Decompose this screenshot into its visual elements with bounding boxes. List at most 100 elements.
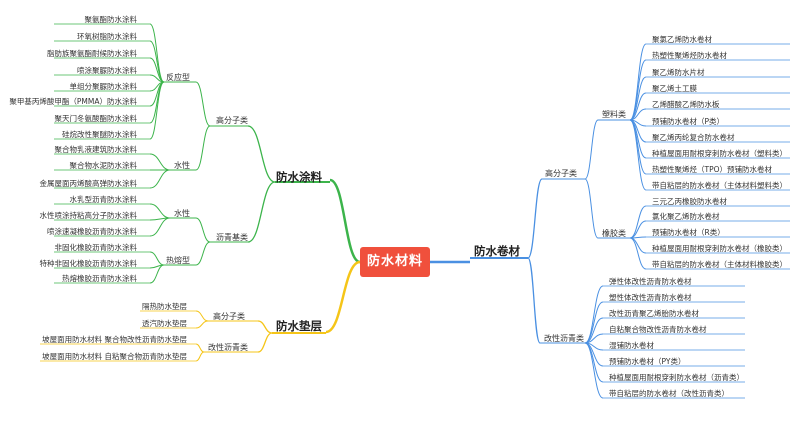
membrane-rubber-node[interactable]: 橡胶类 [602,229,626,238]
leaf-asphalt-2[interactable]: 改性沥青聚乙烯胎防水卷材 [609,309,699,318]
leaf-asphalt-7[interactable]: 带自粘层的防水卷材（改性沥青类） [609,389,729,398]
leaf-rubber-0[interactable]: 三元乙丙橡胶防水卷材 [652,197,727,206]
leaf-reaction-0[interactable]: 聚氨酯防水涂料 [84,15,138,24]
connector-line [584,119,599,180]
cushion-polymer-node[interactable]: 高分子类 [213,312,245,321]
leaf-polymer-water-0[interactable]: 聚合物乳液建筑防水涂料 [54,145,138,154]
connector-line [149,57,165,83]
coating-asphalt-water-node[interactable]: 水性 [174,209,190,218]
root-node[interactable]: 防水材料 [360,247,430,277]
leaf-asphalt-water-1[interactable]: 水性喷涂持粘高分子防水涂料 [39,211,138,220]
leaf-asphalt-water-2[interactable]: 喷涂速凝橡胶沥青防水涂料 [47,227,137,236]
connector-line [527,257,541,344]
coating-node[interactable]: 防水涂料 [276,170,322,184]
connector-line [629,119,647,175]
connector-line [325,260,361,334]
connector-line [149,153,171,171]
coating-asphalt-node[interactable]: 沥青基类 [216,233,248,242]
connector-line [195,320,209,329]
connector-line [257,320,273,334]
leaf-hotmelt-2[interactable]: 热熔橡胶沥青防水涂料 [62,274,137,283]
leaf-cushion-polymer-0[interactable]: 隔热防水垫层 [142,302,187,311]
leaf-asphalt-6[interactable]: 种植屋面用耐根穿刺防水卷材（沥青类） [609,373,744,382]
leaf-plastic-6[interactable]: 聚乙烯丙纶复合防水卷材 [652,133,735,142]
connector-line [149,81,165,140]
leaf-reaction-5[interactable]: 聚甲基丙烯酸甲酯（PMMA）防水涂料 [9,97,137,106]
leaf-asphalt-3[interactable]: 自粘聚合物改性沥青防水卷材 [609,325,707,334]
leaf-asphalt-1[interactable]: 塑性体改性沥青防水卷材 [609,293,692,302]
connector-line [149,81,165,124]
leaf-plastic-0[interactable]: 聚氯乙烯防水卷材 [652,35,712,44]
membrane-node[interactable]: 防水卷材 [474,244,520,258]
connector-line [257,332,273,353]
connector-line [149,23,165,83]
connector-line [629,43,647,121]
leaf-plastic-5[interactable]: 预铺防水卷材（P类） [652,117,725,126]
connector-line [149,251,165,266]
leaf-hotmelt-0[interactable]: 非固化橡胶沥青防水涂料 [54,243,138,252]
leaf-plastic-9[interactable]: 带自粘层的防水卷材（主体材料塑料类） [652,181,787,190]
leaf-asphalt-5[interactable]: 预铺防水卷材（PY类） [609,357,686,366]
connector-line [195,343,205,353]
leaf-rubber-3[interactable]: 种植屋面用耐根穿刺防水卷材（橡胶类） [652,244,787,253]
coating-asphalt-hotmelt-node[interactable]: 热熔型 [166,256,190,265]
leaf-polymer-water-2[interactable]: 金属屋面丙烯酸高弹防水涂料 [39,179,138,188]
leaf-reaction-6[interactable]: 聚天门冬氨酸酯防水涂料 [54,114,138,123]
connector-line [195,351,205,362]
connector-line [149,217,171,237]
connector-line [149,169,171,189]
connector-line [195,310,209,322]
leaf-plastic-8[interactable]: 热塑性聚烯烃（TPO）预铺防水卷材 [652,165,773,174]
membrane-polymer-node[interactable]: 高分子类 [545,169,577,178]
connector-line [629,119,647,191]
connector-line [629,237,647,270]
connector-line [247,125,276,183]
leaf-reaction-1[interactable]: 环氧树脂防水涂料 [77,32,137,41]
connector-line [527,178,543,259]
connector-line [149,40,165,83]
leaf-rubber-1[interactable]: 氯化聚乙烯防水卷材 [652,212,720,221]
membrane-plastic-node[interactable]: 塑料类 [602,110,626,119]
cushion-node[interactable]: 防水垫层 [276,319,322,333]
connector-line [329,178,361,264]
leaf-cushion-polymer-1[interactable]: 透汽防水垫层 [142,319,187,328]
leaf-rubber-4[interactable]: 带自粘层的防水卷材（主体材料橡胶类） [652,260,787,269]
coating-polymer-node[interactable]: 高分子类 [216,116,248,125]
connector-line [629,59,647,121]
coating-polymer-water-node[interactable]: 水性 [174,161,190,170]
connector-line [584,342,604,399]
connector-line [149,203,171,219]
leaf-reaction-4[interactable]: 单组分聚脲防水涂料 [69,82,138,91]
connector-line [584,342,604,383]
coating-reaction-node[interactable]: 反应型 [166,73,190,82]
connector-line [195,217,211,243]
leaf-reaction-2[interactable]: 脂肪族聚氨酯耐候防水涂料 [47,49,137,58]
leaf-plastic-7[interactable]: 种植屋面用耐根穿刺防水卷材（塑料类） [652,149,787,158]
leaf-cushion-asphalt-1[interactable]: 坡屋面用防水材料 自粘聚合物沥青防水垫层 [42,352,187,361]
connector-line [195,81,211,127]
leaf-plastic-3[interactable]: 聚乙烯土工膜 [652,84,697,93]
leaf-plastic-2[interactable]: 聚乙烯防水片材 [652,68,705,77]
cushion-asphalt-node[interactable]: 改性沥青类 [208,343,248,352]
leaf-asphalt-water-0[interactable]: 水乳型沥青防水涂料 [69,195,138,204]
leaf-asphalt-4[interactable]: 湿铺防水卷材 [609,341,654,350]
leaf-asphalt-0[interactable]: 弹性体改性沥青防水卷材 [609,277,692,286]
leaf-reaction-7[interactable]: 硅烷改性聚醚防水涂料 [62,130,137,139]
leaf-polymer-water-1[interactable]: 聚合物水泥防水涂料 [69,161,138,170]
connector-line [247,181,276,243]
connector-line [584,301,604,344]
leaf-cushion-asphalt-0[interactable]: 坡屋面用防水材料 聚合物改性沥青防水垫层 [42,335,187,344]
connector-line [195,241,211,266]
connector-line [149,264,165,284]
membrane-asphalt-node[interactable]: 改性沥青类 [544,334,584,343]
leaf-reaction-3[interactable]: 喷涂聚脲防水涂料 [77,66,137,75]
connector-line [195,125,211,171]
leaf-plastic-1[interactable]: 热塑性聚烯烃防水卷材 [652,51,727,60]
connector-line [584,178,599,239]
connector-line [629,237,647,254]
leaf-plastic-4[interactable]: 乙烯醋酸乙烯防水板 [652,100,720,109]
leaf-hotmelt-1[interactable]: 特种非固化橡胶沥青防水涂料 [39,259,138,268]
leaf-rubber-2[interactable]: 预铺防水卷材（R类） [652,228,725,237]
